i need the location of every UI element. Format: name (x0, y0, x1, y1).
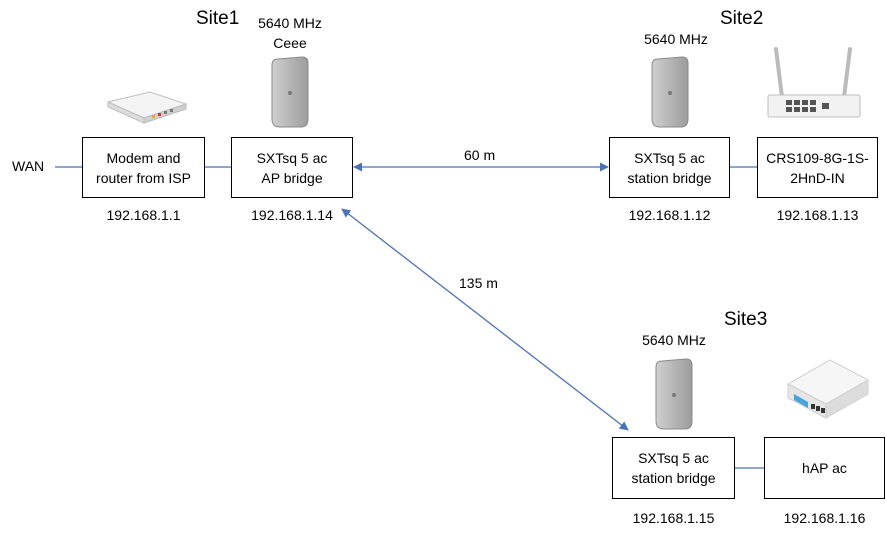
site2-label: Site2 (720, 8, 764, 29)
sxt-antenna-site1-icon (271, 56, 309, 128)
wan-label: WAN (12, 158, 45, 174)
site3-distance-label: 135 m (459, 275, 498, 291)
site3-link-arrow (341, 208, 629, 431)
modem-router-box: Modem and router from ISP (82, 137, 205, 198)
site2-station-ip: 192.168.1.12 (628, 207, 711, 223)
sxt-antenna-site2-icon (651, 56, 689, 128)
sxt-antenna-site3-icon (655, 358, 693, 430)
site2-station-box: SXTsq 5 ac station bridge (609, 137, 730, 198)
modem-device-icon (106, 91, 188, 124)
crs-ip: 192.168.1.13 (776, 207, 859, 223)
site1-label: Site1 (196, 8, 240, 29)
site3-label: Site3 (724, 309, 768, 330)
site1-frequency: 5640 MHz Ceee (258, 15, 322, 51)
crs-switch-icon (767, 47, 861, 118)
site2-distance-label: 60 m (464, 147, 496, 163)
crs-switch-box: CRS109-8G-1S- 2HnD-IN (757, 137, 878, 198)
hap-router-icon (786, 359, 870, 419)
site2-frequency: 5640 MHz (644, 31, 708, 47)
modem-ip: 192.168.1.1 (106, 207, 181, 223)
hap-ac-box: hAP ac (764, 437, 885, 499)
ap-bridge-box: SXTsq 5 ac AP bridge (231, 137, 353, 198)
site3-station-ip: 192.168.1.15 (632, 510, 715, 526)
ap-ip: 192.168.1.14 (251, 207, 333, 223)
site3-frequency: 5640 MHz (642, 332, 706, 348)
hap-ip: 192.168.1.16 (783, 510, 866, 526)
site3-station-box: SXTsq 5 ac station bridge (612, 437, 735, 499)
